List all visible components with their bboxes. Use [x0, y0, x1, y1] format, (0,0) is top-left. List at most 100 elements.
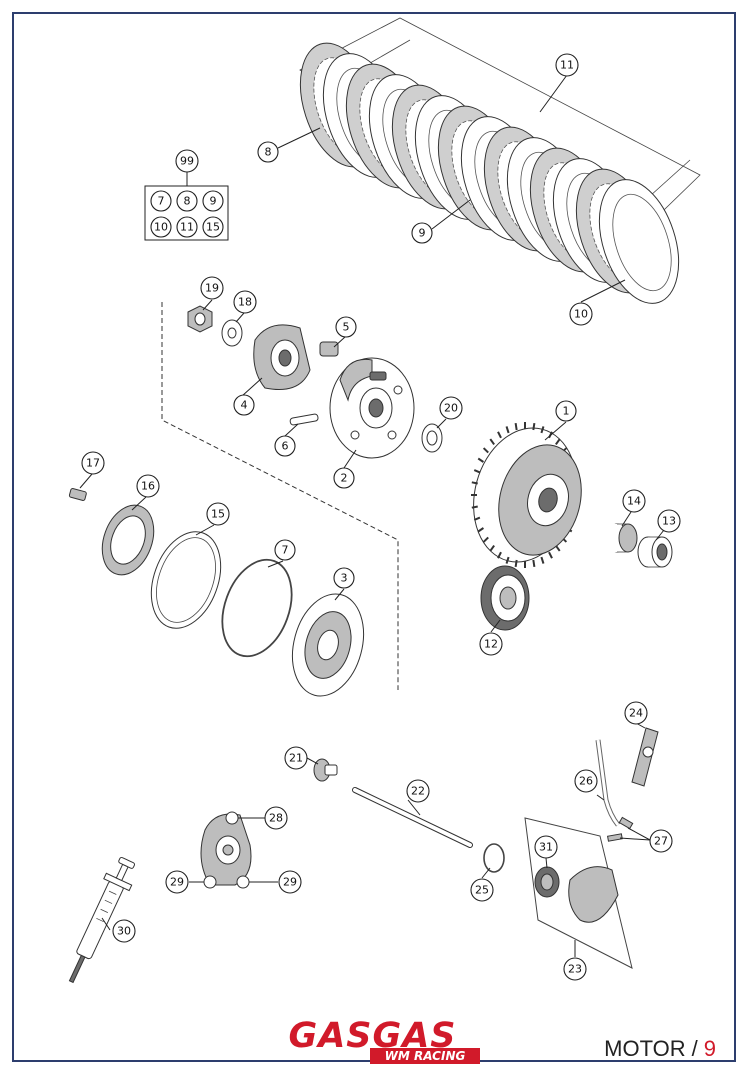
svg-text:28: 28: [269, 812, 283, 825]
basket-tooth: [482, 447, 489, 454]
callout-28: 28: [264, 806, 288, 830]
kit-item-15: 15: [202, 216, 224, 238]
callout-15: 15: [206, 502, 230, 526]
basket-tooth: [505, 426, 510, 434]
kit-99-box: [144, 172, 229, 241]
svg-text:3: 3: [341, 572, 348, 585]
svg-text:6: 6: [282, 440, 289, 453]
callout-26: 26: [574, 769, 598, 793]
svg-text:7: 7: [158, 195, 165, 208]
callout-17: 17: [81, 451, 105, 475]
cover-group: [68, 488, 364, 697]
clutch-plate-stack: [299, 17, 701, 304]
kit-item-11: 11: [176, 216, 198, 238]
callouts: 1 2 3 4 5 6 7 8 9 10 11 12 13 14 15 16 1…: [81, 53, 681, 981]
callout-12: 12: [479, 632, 503, 656]
basket-tooth: [477, 527, 484, 533]
svg-text:22: 22: [411, 785, 425, 798]
svg-text:16: 16: [141, 480, 155, 493]
callout-30: 30: [112, 919, 136, 943]
svg-text:19: 19: [205, 282, 219, 295]
clutch-plate-inner: [612, 193, 672, 292]
basket-tooth: [471, 505, 478, 509]
kit-item-9: 9: [202, 190, 224, 212]
basket-tooth: [555, 438, 561, 446]
clutch-basket-group: [471, 422, 673, 631]
svg-text:15: 15: [206, 221, 220, 234]
callout-2: 2: [333, 467, 355, 489]
clutch-hub-group: [161, 302, 443, 690]
callout-1: 1: [555, 400, 577, 422]
svg-text:10: 10: [574, 308, 588, 321]
svg-text:17: 17: [86, 457, 100, 470]
svg-text:11: 11: [560, 59, 574, 72]
callout-14: 14: [622, 489, 646, 513]
svg-text:4: 4: [241, 399, 248, 412]
basket-tooth: [514, 559, 518, 568]
callout-20: 20: [439, 396, 463, 420]
svg-text:7: 7: [282, 544, 289, 557]
svg-text:10: 10: [154, 221, 168, 234]
svg-text:11: 11: [180, 221, 194, 234]
svg-text:29: 29: [170, 876, 184, 889]
basket-tooth: [477, 457, 484, 463]
svg-text:20: 20: [444, 402, 458, 415]
hydraulic-group: [68, 727, 659, 984]
svg-text:30: 30: [117, 925, 131, 938]
basket-tooth: [505, 556, 510, 564]
svg-text:9: 9: [419, 227, 426, 240]
basket-tooth: [548, 551, 553, 559]
section-title: MOTOR: [604, 1036, 686, 1061]
svg-text:14: 14: [627, 495, 641, 508]
kit-item-10: 10: [150, 216, 172, 238]
svg-text:15: 15: [211, 508, 225, 521]
callout-29-left: 29: [165, 870, 189, 894]
callout-25: 25: [470, 878, 494, 902]
footer-separator: /: [691, 1036, 698, 1061]
basket-tooth: [473, 516, 481, 521]
basket-tooth: [473, 469, 481, 474]
callout-99: 99: [175, 149, 199, 173]
callout-29-right: 29: [278, 870, 302, 894]
kit-item-8: 8: [176, 190, 198, 212]
svg-text:31: 31: [539, 841, 553, 854]
svg-text:9: 9: [210, 195, 217, 208]
svg-text:24: 24: [629, 707, 643, 720]
svg-text:2: 2: [341, 472, 348, 485]
callout-23: 23: [563, 957, 587, 981]
svg-text:8: 8: [265, 146, 272, 159]
callout-27: 27: [649, 829, 673, 853]
svg-text:23: 23: [568, 963, 582, 976]
svg-text:8: 8: [184, 195, 191, 208]
basket-tooth: [540, 556, 545, 564]
basket-tooth: [489, 438, 495, 446]
basket-tooth: [540, 426, 545, 434]
callout-13: 13: [657, 509, 681, 533]
callout-16: 16: [136, 474, 160, 498]
svg-text:12: 12: [484, 638, 498, 651]
svg-text:1: 1: [563, 405, 570, 418]
basket-tooth: [497, 431, 502, 439]
svg-text:13: 13: [662, 515, 676, 528]
gasgas-logo: GASGAS WM RACING: [265, 1016, 480, 1066]
svg-text:27: 27: [654, 835, 668, 848]
basket-tooth: [532, 422, 536, 431]
callout-5: 5: [335, 316, 357, 338]
basket-tooth: [532, 559, 536, 568]
callout-18: 18: [233, 290, 257, 314]
callout-4: 4: [233, 394, 255, 416]
svg-text:99: 99: [180, 155, 194, 168]
svg-text:29: 29: [283, 876, 297, 889]
basket-tooth: [514, 422, 518, 431]
callout-7: 7: [274, 539, 296, 561]
svg-text:5: 5: [343, 321, 350, 334]
brand-subtitle: WM RACING: [370, 1048, 480, 1064]
callout-21: 21: [284, 746, 308, 770]
callout-24: 24: [624, 701, 648, 725]
page-number: 9: [703, 1036, 716, 1061]
svg-text:18: 18: [238, 296, 252, 309]
callout-3: 3: [333, 567, 355, 589]
callout-31: 31: [534, 835, 558, 859]
svg-text:25: 25: [475, 884, 489, 897]
